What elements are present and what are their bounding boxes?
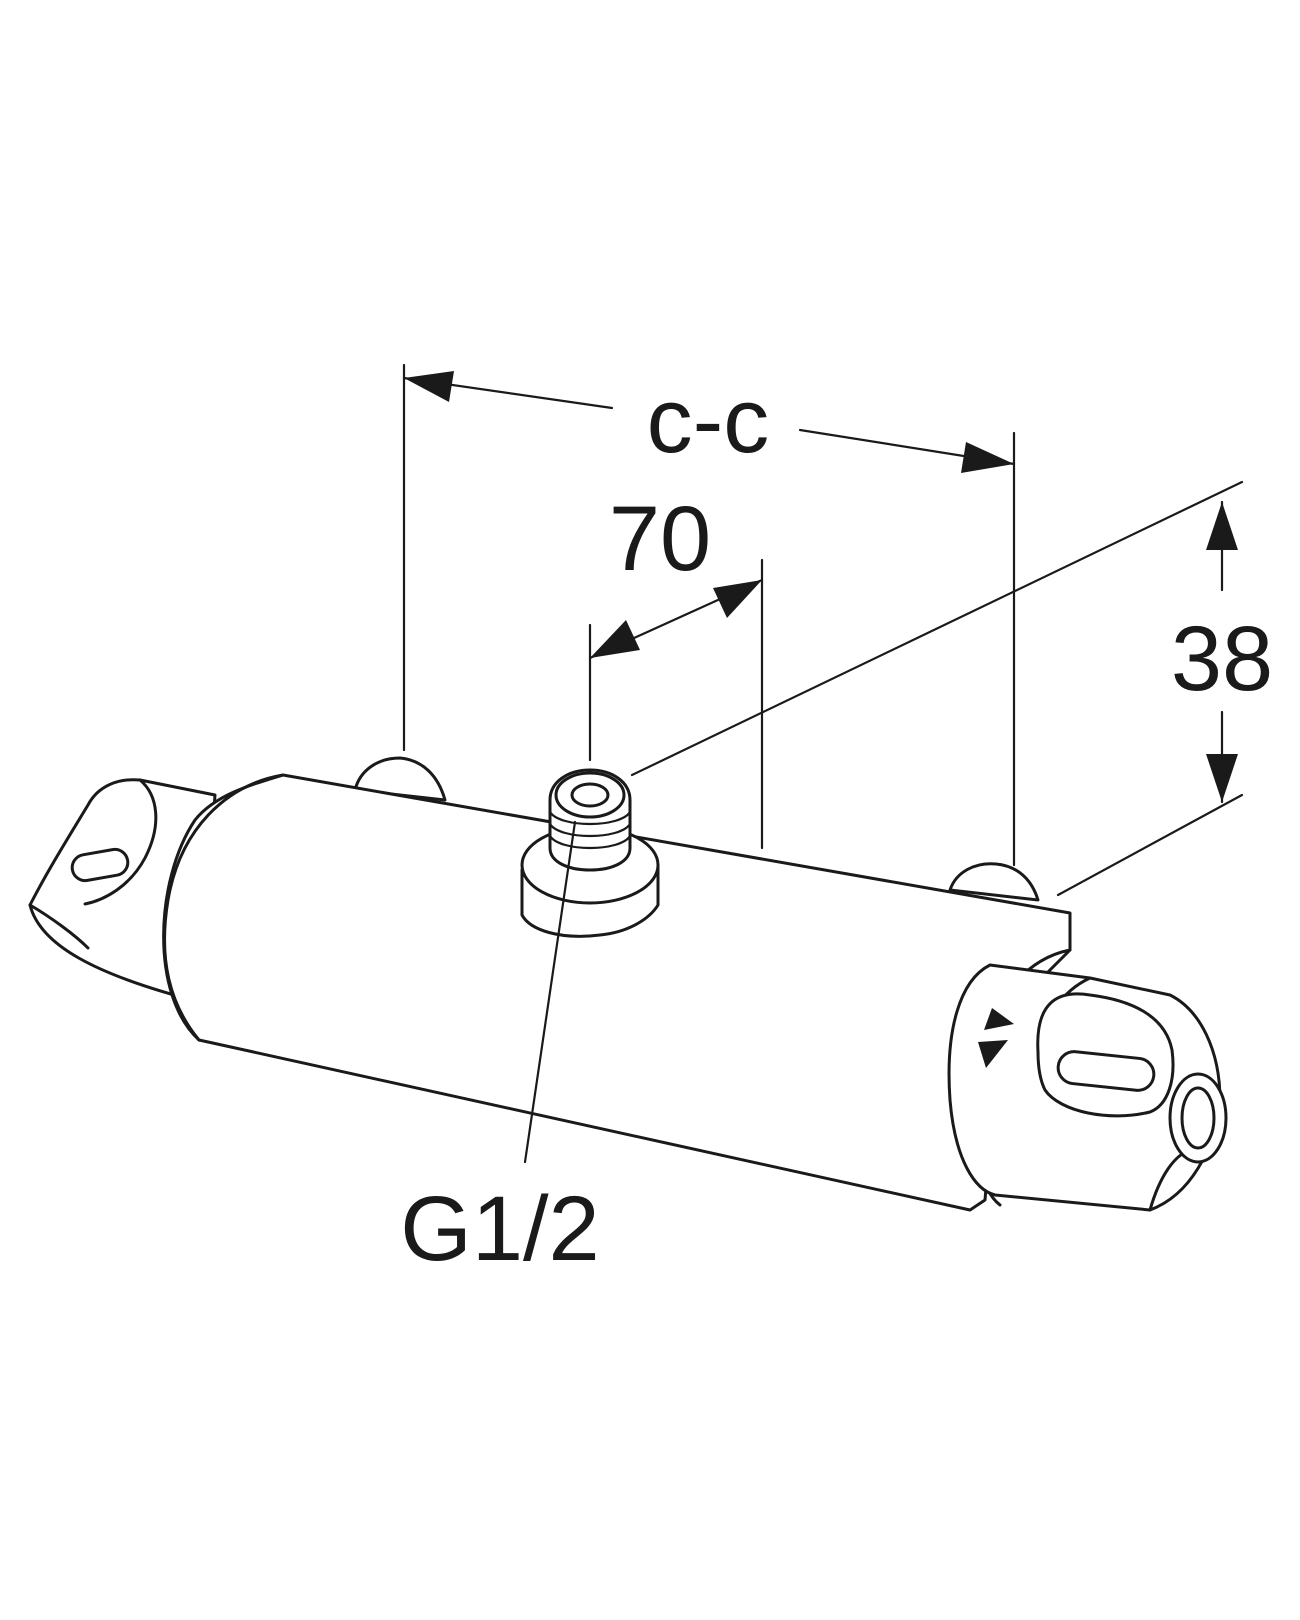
dimension-label-38: 38 bbox=[1171, 608, 1273, 710]
arrowhead-c-c-left bbox=[404, 371, 454, 402]
dimension-70: 70 bbox=[588, 488, 764, 850]
rear-eccentric-right bbox=[948, 862, 1040, 902]
temp-arrow-down bbox=[978, 1040, 1008, 1068]
extension-line-38-bottom bbox=[1056, 793, 1244, 897]
arrowhead-38-top bbox=[1206, 502, 1238, 550]
extension-line-38-top bbox=[630, 480, 1244, 777]
temp-arrow-up bbox=[984, 1008, 1014, 1030]
dimension-38: 38 bbox=[630, 480, 1273, 897]
thread-leader: G1/2 bbox=[400, 820, 600, 1280]
outlet-fitting bbox=[520, 768, 660, 938]
leader-line-g1-2 bbox=[523, 820, 577, 1164]
dimension-label-c-c: c-c bbox=[647, 370, 770, 472]
mixer-body bbox=[162, 773, 1072, 1212]
dimension-label-70: 70 bbox=[609, 488, 711, 590]
arrowhead-38-bottom bbox=[1206, 754, 1238, 802]
right-handle bbox=[947, 963, 1228, 1212]
dimension-c-c: c-c bbox=[402, 363, 1016, 867]
arrowhead-70-right bbox=[713, 580, 762, 618]
rear-eccentric-left bbox=[353, 756, 447, 802]
thread-label-g1-2: G1/2 bbox=[400, 1178, 599, 1280]
arrowhead-c-c-right bbox=[961, 442, 1014, 473]
arrowhead-70-left bbox=[590, 620, 640, 658]
